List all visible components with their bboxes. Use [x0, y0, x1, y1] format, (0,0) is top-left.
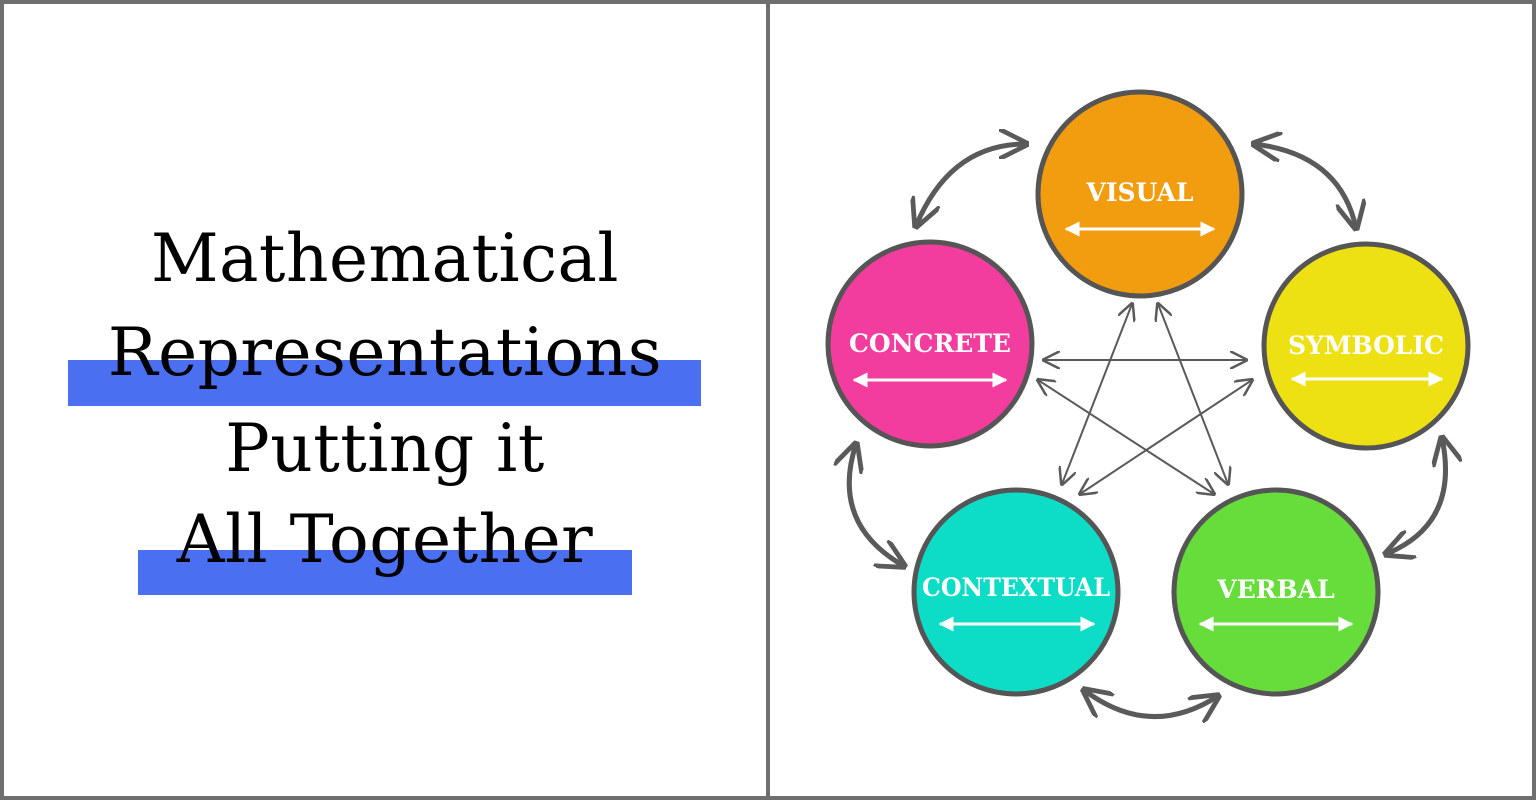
- arrow-contextual-verbal: [1084, 690, 1218, 717]
- title-panel: Mathematical Representations Putting it …: [4, 4, 766, 796]
- highlight-bar-all-together: [138, 550, 632, 595]
- title-line-1: Mathematical: [151, 220, 619, 297]
- node-symbolic-circle: [1261, 241, 1471, 451]
- node-contextual-circle: [911, 487, 1121, 697]
- title-line-4: All Together: [176, 501, 594, 578]
- node-verbal-circle: [1171, 487, 1381, 697]
- highlight-bar-representations: [68, 360, 701, 406]
- node-contextual-label: CONTEXTUAL: [922, 573, 1110, 602]
- node-concrete: CONCRETE: [825, 239, 1035, 449]
- node-verbal: VERBAL: [1171, 487, 1381, 697]
- node-symbolic-label: SYMBOLIC: [1288, 331, 1444, 360]
- arrow-symbolic-verbal: [1386, 438, 1446, 554]
- panel-divider: [766, 0, 770, 800]
- node-contextual: CONTEXTUAL: [911, 487, 1121, 697]
- arrow-visual-concrete: [916, 144, 1026, 226]
- arrow-visual-symbolic: [1254, 144, 1356, 228]
- arrow-concrete-contextual: [849, 444, 904, 566]
- node-symbolic: SYMBOLIC: [1261, 241, 1471, 451]
- node-visual-label: VISUAL: [1085, 178, 1194, 207]
- connector-visual-verbal: [1158, 304, 1228, 484]
- diagram-panel: VISUAL SYMBOLIC CONCRETE CONTEXTUAL VERB…: [770, 4, 1532, 796]
- title-line-3: Putting it: [225, 410, 545, 487]
- representations-diagram: VISUAL SYMBOLIC CONCRETE CONTEXTUAL VERB…: [825, 89, 1471, 796]
- node-visual-circle: [1035, 89, 1245, 299]
- title-line-2: Representations: [107, 314, 663, 391]
- node-visual: VISUAL: [1035, 89, 1245, 299]
- connector-visual-contextual: [1062, 304, 1132, 484]
- node-concrete-circle: [825, 239, 1035, 449]
- node-concrete-label: CONCRETE: [849, 329, 1011, 358]
- node-verbal-label: VERBAL: [1216, 575, 1335, 604]
